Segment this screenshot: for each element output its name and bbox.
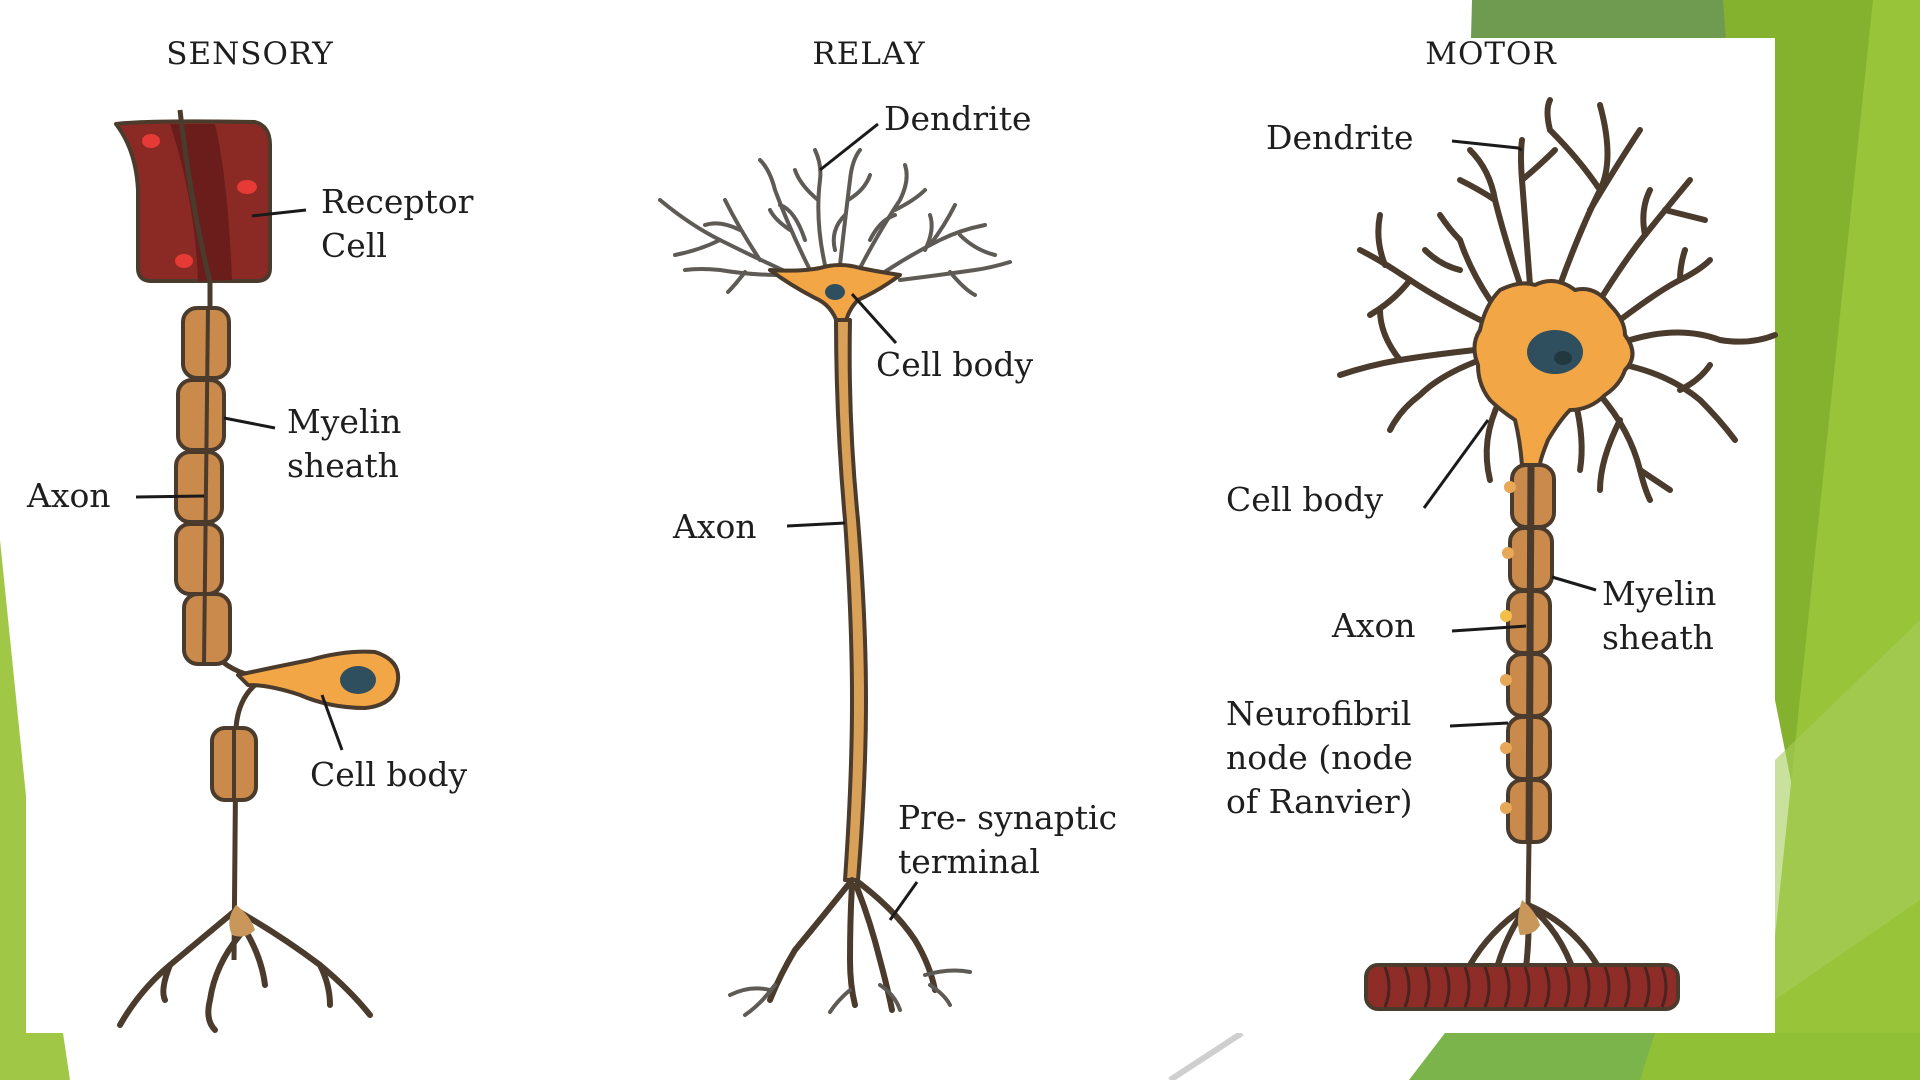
label-motor-myelin-sheath: Myelin sheath (1602, 572, 1716, 660)
label-node-line2: node (node (1226, 736, 1413, 780)
sensory-title: SENSORY (166, 36, 334, 72)
label-receptor-line2: Cell (321, 224, 473, 268)
label-sensory-myelin-sheath: Myelin sheath (287, 400, 401, 488)
label-motor-myelin-line1: Myelin (1602, 572, 1716, 616)
motor-end-plate (1470, 842, 1600, 975)
label-receptor-cell: Receptor Cell (321, 180, 473, 268)
leader-motor-cell-body (1424, 420, 1488, 508)
motor-myelin-sheath (1500, 465, 1554, 842)
sensory-myelin-sheath (176, 308, 230, 664)
leader-motor-node (1450, 723, 1508, 726)
leader-relay-cell-body (852, 294, 896, 343)
relay-cell-body (770, 265, 900, 325)
label-relay-presynaptic-terminal: Pre- synaptic terminal (898, 796, 1117, 884)
leader-relay-axon (787, 523, 845, 526)
label-sensory-myelin-line2: sheath (287, 444, 401, 488)
label-motor-cell-body: Cell body (1226, 478, 1383, 522)
label-motor-dendrite: Dendrite (1266, 116, 1414, 160)
label-sensory-axon: Axon (27, 474, 111, 518)
relay-presynaptic-terminal (730, 880, 970, 1015)
leader-sensory-myelin (224, 418, 275, 428)
label-presynaptic-line2: terminal (898, 840, 1117, 884)
sensory-cell-body (238, 652, 398, 708)
label-node-of-ranvier: Neurofibril node (node of Ranvier) (1226, 692, 1413, 824)
label-sensory-myelin-line1: Myelin (287, 400, 401, 444)
motor-neuron (1340, 100, 1775, 1009)
sensory-terminal (120, 905, 370, 1030)
label-relay-axon: Axon (673, 505, 757, 549)
label-relay-dendrite: Dendrite (884, 97, 1032, 141)
leader-relay-terminal (890, 882, 917, 920)
relay-axon (836, 320, 866, 880)
relay-title: RELAY (812, 36, 925, 72)
leader-motor-myelin (1552, 577, 1596, 590)
motor-cell-body (1474, 281, 1632, 465)
label-presynaptic-line1: Pre- synaptic (898, 796, 1117, 840)
label-receptor-line1: Receptor (321, 180, 473, 224)
leader-motor-dendrite (1452, 141, 1522, 150)
label-sensory-cell-body: Cell body (310, 753, 467, 797)
leader-sensory-axon (136, 496, 204, 497)
label-node-line1: Neurofibril (1226, 692, 1413, 736)
label-node-line3: of Ranvier) (1226, 780, 1413, 824)
muscle-fiber (1366, 965, 1678, 1009)
motor-title: MOTOR (1425, 36, 1557, 72)
label-relay-cell-body: Cell body (876, 343, 1033, 387)
label-motor-axon: Axon (1332, 604, 1416, 648)
leader-relay-dendrite (820, 124, 878, 170)
label-motor-myelin-line2: sheath (1602, 616, 1716, 660)
